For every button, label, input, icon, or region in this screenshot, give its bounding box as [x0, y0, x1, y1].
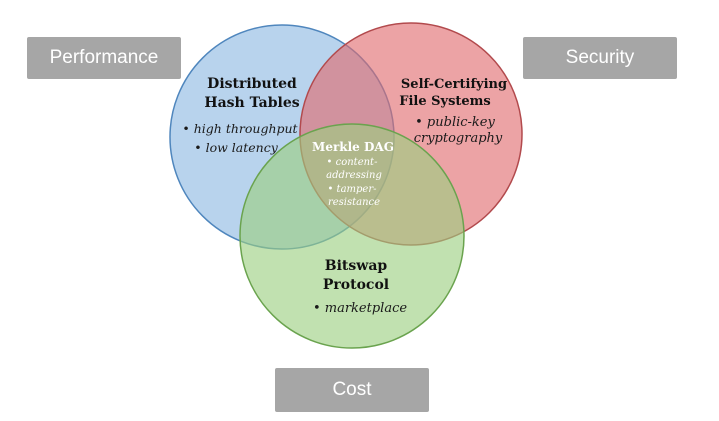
- dht-title-line1: Distributed: [207, 76, 297, 92]
- dht-title-line2: Hash Tables: [204, 95, 299, 111]
- sfs-bullet-2: cryptography: [414, 131, 503, 146]
- bitswap-bullet-1: • marketplace: [313, 301, 407, 316]
- performance-label: Performance: [27, 37, 181, 79]
- center-line-1: • content-: [327, 157, 379, 168]
- bitswap-circle: [239, 123, 465, 349]
- sfs-title-line1: Self-Certifying: [401, 77, 507, 92]
- security-label: Security: [523, 37, 677, 79]
- bitswap-title-line1: Bitswap: [325, 258, 388, 274]
- center-title: Merkle DAG: [312, 140, 394, 154]
- center-line-2: addressing: [326, 170, 382, 181]
- center-line-3: • tamper-: [327, 184, 377, 195]
- cost-label: Cost: [275, 368, 429, 412]
- sfs-title-line2: File Systems: [399, 94, 491, 109]
- center-line-4: resistance: [328, 197, 380, 208]
- dht-bullet-1: • high throughput: [182, 121, 298, 136]
- bitswap-title-line2: Protocol: [323, 277, 389, 293]
- sfs-bullet-1: • public-key: [415, 115, 495, 130]
- dht-bullet-2: • low latency: [194, 140, 278, 155]
